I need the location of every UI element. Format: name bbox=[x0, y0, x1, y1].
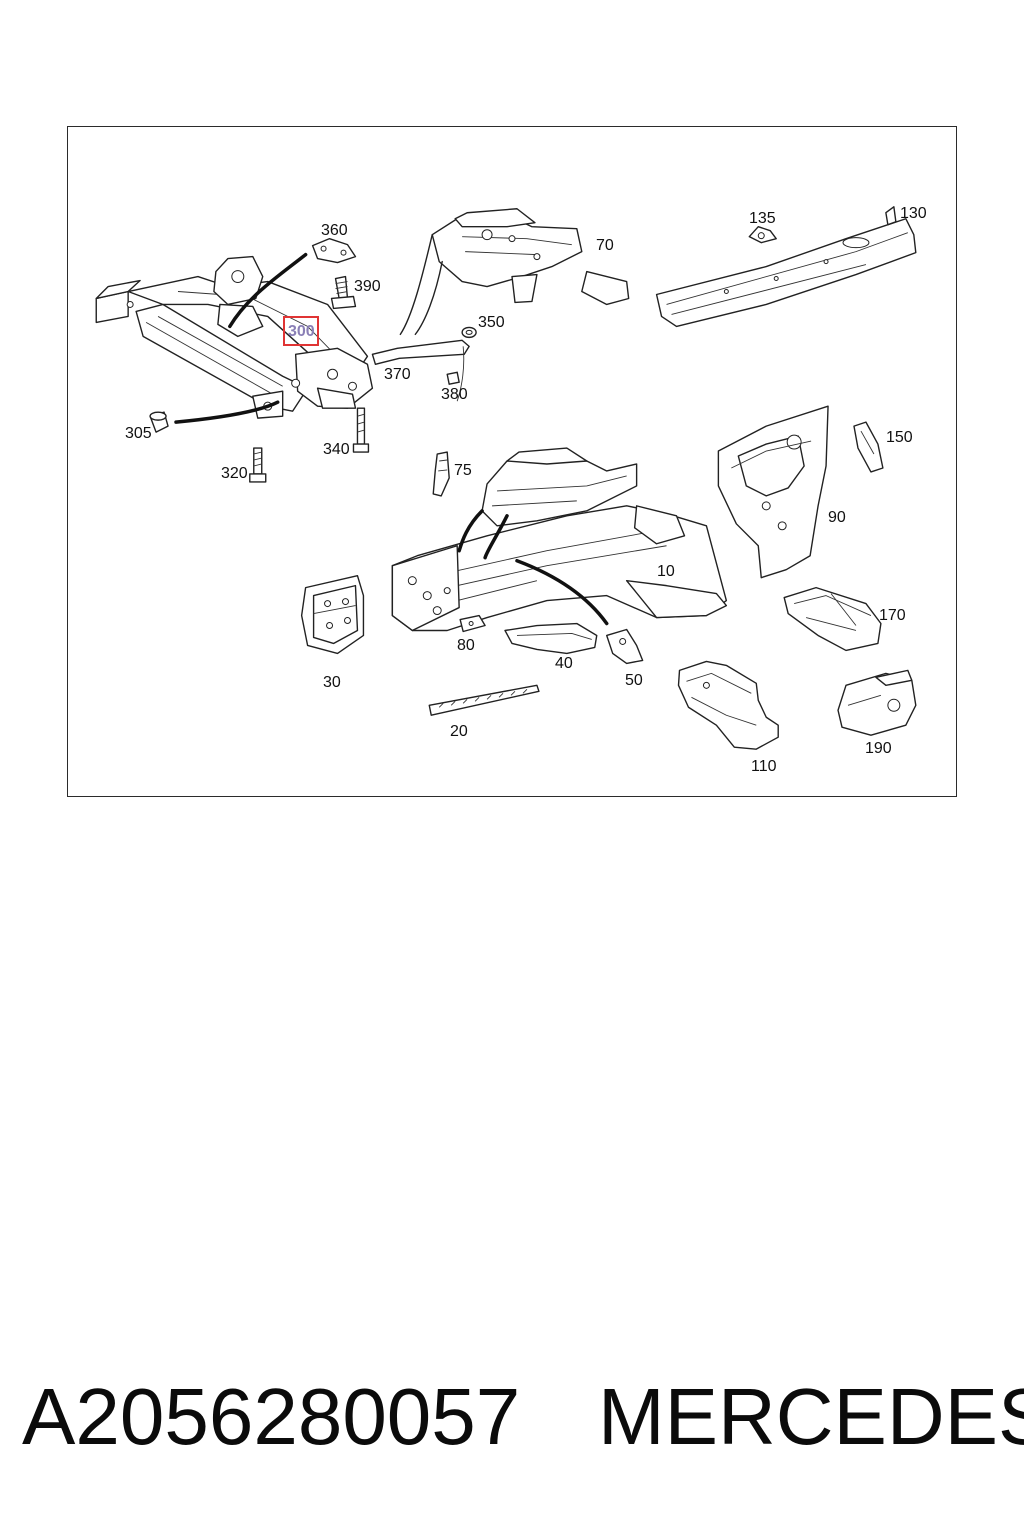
tray-110-drawing bbox=[677, 660, 779, 750]
callout-390[interactable]: 390 bbox=[354, 278, 381, 295]
leader-line bbox=[515, 558, 609, 626]
parts-diagram: 360 390 300 305 320 340 370 380 350 70 1… bbox=[67, 126, 957, 797]
leader-line bbox=[483, 514, 509, 560]
callout-370[interactable]: 370 bbox=[384, 366, 411, 383]
callout-10[interactable]: 10 bbox=[657, 563, 675, 580]
bracket-170-drawing bbox=[783, 586, 882, 652]
leader-line bbox=[457, 509, 484, 553]
callout-190[interactable]: 190 bbox=[865, 740, 892, 757]
callout-135[interactable]: 135 bbox=[749, 210, 776, 227]
callout-40[interactable]: 40 bbox=[555, 655, 573, 672]
callout-340[interactable]: 340 bbox=[323, 441, 350, 458]
bracket-30-drawing bbox=[300, 574, 365, 655]
callout-20[interactable]: 20 bbox=[450, 723, 468, 740]
strut-tower-70-drawing bbox=[399, 208, 630, 336]
bracket-150-drawing bbox=[853, 421, 884, 473]
callout-350[interactable]: 350 bbox=[478, 314, 505, 331]
bracket-40-drawing bbox=[504, 622, 598, 655]
callout-305[interactable]: 305 bbox=[125, 425, 152, 442]
small-fasteners-drawing bbox=[149, 237, 477, 483]
callout-300[interactable]: 300 bbox=[288, 323, 315, 340]
parts-drawing bbox=[95, 206, 917, 750]
callout-150[interactable]: 150 bbox=[886, 429, 913, 446]
callout-50[interactable]: 50 bbox=[625, 672, 643, 689]
front-crossmember-drawing bbox=[95, 255, 374, 419]
leader-line bbox=[174, 400, 280, 424]
callout-70[interactable]: 70 bbox=[596, 237, 614, 254]
highlight-box-300 bbox=[283, 316, 319, 346]
upper-rail-130-drawing bbox=[655, 206, 917, 328]
callout-110[interactable]: 110 bbox=[751, 758, 777, 775]
callout-380[interactable]: 380 bbox=[441, 386, 468, 403]
callout-80[interactable]: 80 bbox=[457, 637, 475, 654]
part-number: A2056280057 bbox=[22, 1372, 521, 1461]
bracket-190-drawing bbox=[837, 669, 917, 736]
callout-30[interactable]: 30 bbox=[323, 674, 341, 691]
callout-90[interactable]: 90 bbox=[828, 509, 846, 526]
callout-75[interactable]: 75 bbox=[454, 462, 472, 479]
strip-20-drawing bbox=[428, 684, 540, 716]
callout-170[interactable]: 170 bbox=[879, 607, 906, 624]
leader-line bbox=[228, 252, 308, 329]
callout-320[interactable]: 320 bbox=[221, 465, 248, 482]
callout-130[interactable]: 130 bbox=[900, 205, 927, 222]
bracket-80-drawing bbox=[459, 614, 486, 633]
brand-name: MERCEDES bbox=[598, 1372, 1024, 1461]
front-rail-10-drawing bbox=[391, 447, 728, 632]
callout-360[interactable]: 360 bbox=[321, 222, 348, 239]
bracket-50-drawing bbox=[606, 628, 644, 665]
inner-panel-90-drawing bbox=[717, 405, 829, 579]
